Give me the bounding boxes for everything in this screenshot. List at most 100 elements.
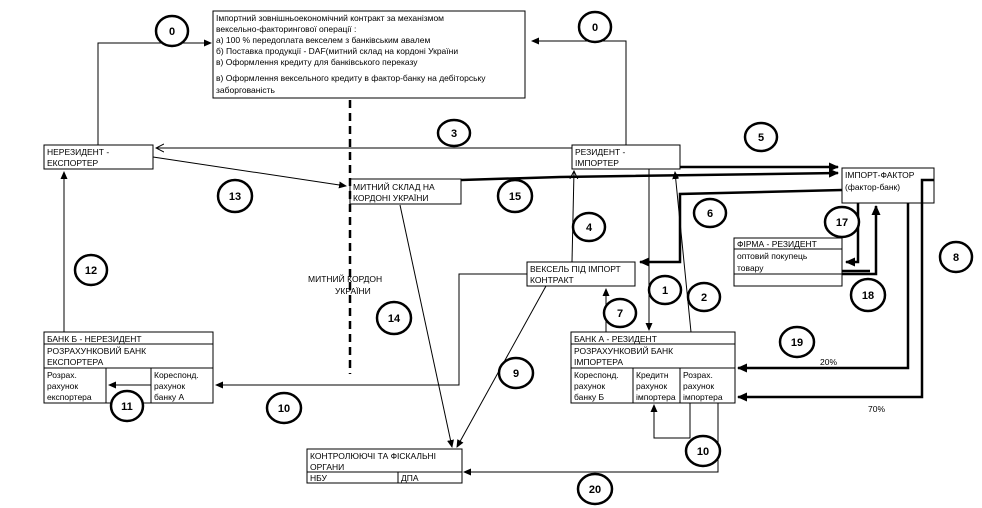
step-circle: 5 <box>743 121 779 153</box>
svg-text:ОРГАНИ: ОРГАНИ <box>310 462 344 472</box>
control-bodies-box: КОНТРОЛЮЮЧІ ТА ФІСКАЛЬНІ ОРГАНИ НБУ ДПА <box>306 448 463 484</box>
svg-text:(фактор-банк): (фактор-банк) <box>845 182 900 192</box>
svg-text:10: 10 <box>697 446 709 458</box>
svg-text:8: 8 <box>953 252 959 264</box>
arrow-20 <box>463 403 719 476</box>
arrow-15 <box>460 168 839 182</box>
svg-text:КОРДОНІ УКРАЇНИ: КОРДОНІ УКРАЇНИ <box>353 193 429 203</box>
contract-line: а) 100 % передоплата векселем з банківсь… <box>216 35 430 45</box>
step-circle: 7 <box>602 297 638 329</box>
contract-line: в) Оформлення кредиту для банківського п… <box>216 57 418 67</box>
svg-text:імпортера: імпортера <box>636 392 676 402</box>
arrow-19 <box>737 203 910 373</box>
svg-text:6: 6 <box>707 208 713 220</box>
svg-text:1: 1 <box>662 285 668 297</box>
svg-text:МИТНИЙ КОРДОН: МИТНИЙ КОРДОН <box>308 273 382 284</box>
arrow-exporter-contract <box>97 39 212 145</box>
svg-text:БАНК Б - НЕРЕЗИДЕНТ: БАНК Б - НЕРЕЗИДЕНТ <box>47 334 142 344</box>
svg-text:4: 4 <box>586 222 593 234</box>
arrow-14 <box>399 204 454 448</box>
svg-text:ІМПОРТЕРА: ІМПОРТЕРА <box>574 357 623 367</box>
svg-text:Кореспонд.: Кореспонд. <box>154 370 199 380</box>
resident-importer-box: РЕЗИДЕНТ - ІМПОРТЕР <box>571 144 681 170</box>
svg-text:2: 2 <box>701 292 707 304</box>
svg-text:Розрах.: Розрах. <box>683 370 713 380</box>
step-circle: 11 <box>109 389 145 423</box>
contract-line: заборгованість <box>216 85 275 95</box>
step-circle: 0 <box>154 14 190 48</box>
svg-text:15: 15 <box>509 191 521 203</box>
svg-text:Кореспонд.: Кореспонд. <box>574 370 619 380</box>
connectors-thick <box>460 162 934 402</box>
step-circle: 10 <box>265 391 303 425</box>
svg-text:РЕЗИДЕНТ -: РЕЗИДЕНТ - <box>575 147 626 157</box>
connectors-thin <box>60 37 719 476</box>
svg-text:11: 11 <box>121 401 133 413</box>
svg-text:НБУ: НБУ <box>310 473 328 483</box>
arrow-importer-contract <box>531 37 627 145</box>
step-circle: 20 <box>576 472 614 506</box>
step-circle: 14 <box>375 300 413 336</box>
svg-text:0: 0 <box>592 22 598 34</box>
svg-text:5: 5 <box>758 132 764 144</box>
svg-text:3: 3 <box>451 128 457 140</box>
svg-text:РОЗРАХУНКОВИЙ БАНК: РОЗРАХУНКОВИЙ БАНК <box>574 345 673 356</box>
svg-text:рахунок: рахунок <box>636 381 667 391</box>
step-circle: 6 <box>692 197 728 229</box>
svg-text:ЕКСПОРТЕРА: ЕКСПОРТЕРА <box>47 357 104 367</box>
percent-70: 70% <box>868 404 885 414</box>
svg-text:ІМПОРТЕР: ІМПОРТЕР <box>575 158 619 168</box>
svg-text:Кредитн: Кредитн <box>636 370 669 380</box>
arrow-2 <box>672 171 692 333</box>
svg-text:рахунок: рахунок <box>574 381 605 391</box>
svg-text:КОНТРОЛЮЮЧІ ТА ФІСКАЛЬНІ: КОНТРОЛЮЮЧІ ТА ФІСКАЛЬНІ <box>310 451 436 461</box>
step-circle: 19 <box>778 325 816 359</box>
step-circle: 1 <box>647 274 683 306</box>
svg-text:банку А: банку А <box>154 392 185 402</box>
svg-text:18: 18 <box>862 290 874 302</box>
customs-border: МИТНИЙ КОРДОН УКРАЇНИ <box>308 100 382 374</box>
svg-text:13: 13 <box>229 191 241 203</box>
svg-text:імпортера: імпортера <box>683 392 723 402</box>
svg-text:БАНК А - РЕЗИДЕНТ: БАНК А - РЕЗИДЕНТ <box>574 334 657 344</box>
firm-resident-box: ФІРМА - РЕЗИДЕНТ оптовий покупець товару <box>733 237 843 287</box>
step-circle: 12 <box>73 253 109 287</box>
svg-text:9: 9 <box>513 368 519 380</box>
step-circle: 10 <box>684 434 722 468</box>
svg-text:ФІРМА - РЕЗИДЕНТ: ФІРМА - РЕЗИДЕНТ <box>737 239 817 249</box>
svg-text:0: 0 <box>169 26 175 38</box>
svg-text:ІМПОРТ-ФАКТОР: ІМПОРТ-ФАКТОР <box>845 170 915 180</box>
svg-text:експортера: експортера <box>47 392 92 402</box>
bank-a-box: БАНК А - РЕЗИДЕНТ РОЗРАХУНКОВИЙ БАНК ІМП… <box>570 331 736 404</box>
svg-text:рахунок: рахунок <box>154 381 185 391</box>
bill-for-import-box: ВЕКСЕЛЬ ПІД ІМПОРТ КОНТРАКТ <box>526 261 636 287</box>
svg-text:10: 10 <box>278 403 290 415</box>
svg-text:19: 19 <box>791 337 803 349</box>
bank-b-box: БАНК Б - НЕРЕЗИДЕНТ РОЗРАХУНКОВИЙ БАНК Е… <box>43 331 214 404</box>
customs-warehouse-box: МИТНИЙ СКЛАД НА КОРДОНІ УКРАЇНИ <box>349 178 462 205</box>
arrow-6 <box>639 188 843 267</box>
contract-line: вексельно-факторингової операції : <box>216 24 356 34</box>
step-circle: 9 <box>497 356 535 390</box>
svg-text:14: 14 <box>388 313 401 325</box>
svg-text:НЕРЕЗИДЕНТ -: НЕРЕЗИДЕНТ - <box>47 147 109 157</box>
svg-text:РОЗРАХУНКОВИЙ БАНК: РОЗРАХУНКОВИЙ БАНК <box>47 345 146 356</box>
step-circle: 2 <box>686 281 722 313</box>
arrow-10-top <box>215 273 527 389</box>
arrow-4 <box>572 171 574 263</box>
arrow-13 <box>152 156 347 189</box>
contract-line: Імпортний зовнішньоекономічний контракт … <box>216 13 444 23</box>
svg-text:рахунок: рахунок <box>47 381 78 391</box>
svg-text:17: 17 <box>836 217 848 229</box>
arrow-8 <box>737 178 934 402</box>
step-circle: 15 <box>496 178 534 214</box>
svg-text:Розрах.: Розрах. <box>47 370 77 380</box>
contract-box: Імпортний зовнішньоекономічний контракт … <box>212 10 526 99</box>
contract-line: б) Поставка продукції - DAF(митний склад… <box>216 46 458 56</box>
svg-text:7: 7 <box>617 308 623 320</box>
arrow-10-loop <box>650 403 691 439</box>
step-circle: 0 <box>577 10 613 44</box>
svg-text:УКРАЇНИ: УКРАЇНИ <box>335 286 371 296</box>
